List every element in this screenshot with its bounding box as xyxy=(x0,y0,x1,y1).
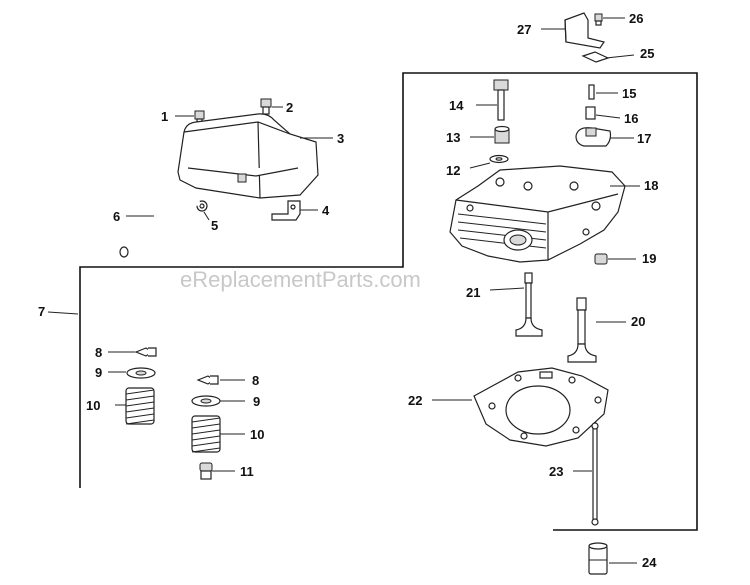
part-9-spring-retainer-right xyxy=(191,395,221,407)
label-11: 11 xyxy=(240,464,254,479)
part-6-breather-hose xyxy=(119,200,201,258)
label-18: 18 xyxy=(644,178,658,193)
part-27-bracket xyxy=(564,12,605,49)
label-3: 3 xyxy=(337,131,344,146)
part-19-plug xyxy=(594,253,608,265)
part-24-tappet xyxy=(588,542,608,575)
label-10a: 10 xyxy=(86,398,100,413)
label-7: 7 xyxy=(38,304,45,319)
label-5: 5 xyxy=(211,218,218,233)
part-8-valve-key-right xyxy=(196,375,219,385)
assembly-frame xyxy=(79,72,698,531)
label-24: 24 xyxy=(642,555,657,570)
label-9a: 9 xyxy=(95,365,102,380)
part-9-spring-retainer-left xyxy=(126,367,156,379)
label-17: 17 xyxy=(637,131,651,146)
part-3-valve-cover xyxy=(177,113,319,199)
part-10-valve-spring-left xyxy=(125,387,155,425)
label-8a: 8 xyxy=(95,345,102,360)
part-14-head-bolt xyxy=(493,79,509,121)
part-12-washer xyxy=(489,154,509,164)
label-27: 27 xyxy=(517,22,531,37)
part-10-valve-spring-right xyxy=(191,415,221,453)
label-21: 21 xyxy=(466,285,480,300)
label-4: 4 xyxy=(322,203,330,218)
part-25-plate xyxy=(581,51,610,63)
label-9b: 9 xyxy=(253,394,260,409)
label-13: 13 xyxy=(446,130,460,145)
part-15-pin xyxy=(588,84,595,100)
label-25: 25 xyxy=(640,46,654,61)
part-18-cylinder-head xyxy=(449,165,626,263)
label-14: 14 xyxy=(449,98,464,113)
label-26: 26 xyxy=(629,11,643,26)
watermark: eReplacementParts.com xyxy=(180,267,421,292)
label-20: 20 xyxy=(631,314,645,329)
label-23: 23 xyxy=(549,464,563,479)
part-8-valve-key-left xyxy=(134,347,157,357)
part-11-valve-seal xyxy=(199,462,213,480)
part-20-exhaust-valve xyxy=(567,297,597,363)
part-23-push-rod xyxy=(591,422,599,526)
part-16-stud xyxy=(585,106,596,120)
part-26-screw xyxy=(594,13,603,26)
label-8b: 8 xyxy=(252,373,259,388)
label-19: 19 xyxy=(642,251,656,266)
label-16: 16 xyxy=(624,111,638,126)
label-6: 6 xyxy=(113,209,120,224)
part-2-screw xyxy=(260,98,272,115)
part-22-head-gasket xyxy=(473,367,609,447)
label-15: 15 xyxy=(622,86,636,101)
part-17-rocker-arm xyxy=(575,127,612,147)
label-1: 1 xyxy=(161,109,168,124)
part-4-bracket xyxy=(271,200,301,221)
label-2: 2 xyxy=(286,100,293,115)
part-13-spacer xyxy=(494,125,510,144)
part-21-intake-valve xyxy=(515,272,543,337)
label-22: 22 xyxy=(408,393,422,408)
label-12: 12 xyxy=(446,163,460,178)
label-10b: 10 xyxy=(250,427,264,442)
